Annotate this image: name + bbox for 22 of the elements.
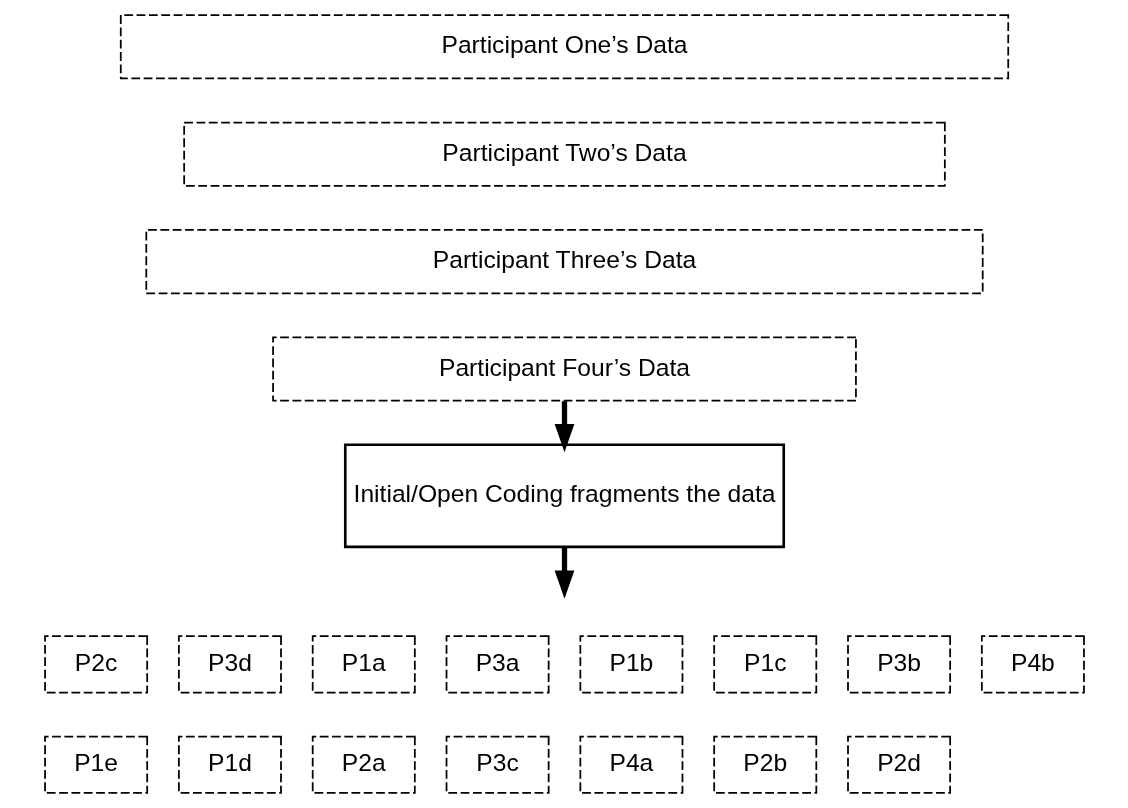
node-box: P1a xyxy=(311,635,416,694)
node-box: P2b xyxy=(712,735,817,794)
arrow xyxy=(554,401,574,453)
node-box: P3d xyxy=(177,635,282,694)
node-box: P2d xyxy=(846,735,951,794)
node-box: Participant Four’s Data xyxy=(271,336,857,402)
node-box: Participant One’s Data xyxy=(119,14,1009,80)
node-box: P2a xyxy=(311,735,416,794)
node-box: P3b xyxy=(846,635,951,694)
node-box: P1b xyxy=(578,635,683,694)
arrow xyxy=(554,546,574,599)
node-box: P4a xyxy=(578,735,683,794)
node-box: P1c xyxy=(712,635,817,694)
node-box: P2c xyxy=(43,635,148,694)
node-box: P4b xyxy=(980,635,1085,694)
node-box: P1e xyxy=(43,735,148,794)
node-box: Initial/Open Coding fragments the data xyxy=(343,443,785,549)
node-box: P3c xyxy=(445,735,550,794)
node-box: P1d xyxy=(177,735,282,794)
node-box: P3a xyxy=(445,635,550,694)
node-box: Participant Three’s Data xyxy=(144,229,984,295)
node-box: Participant Two’s Data xyxy=(182,121,946,187)
